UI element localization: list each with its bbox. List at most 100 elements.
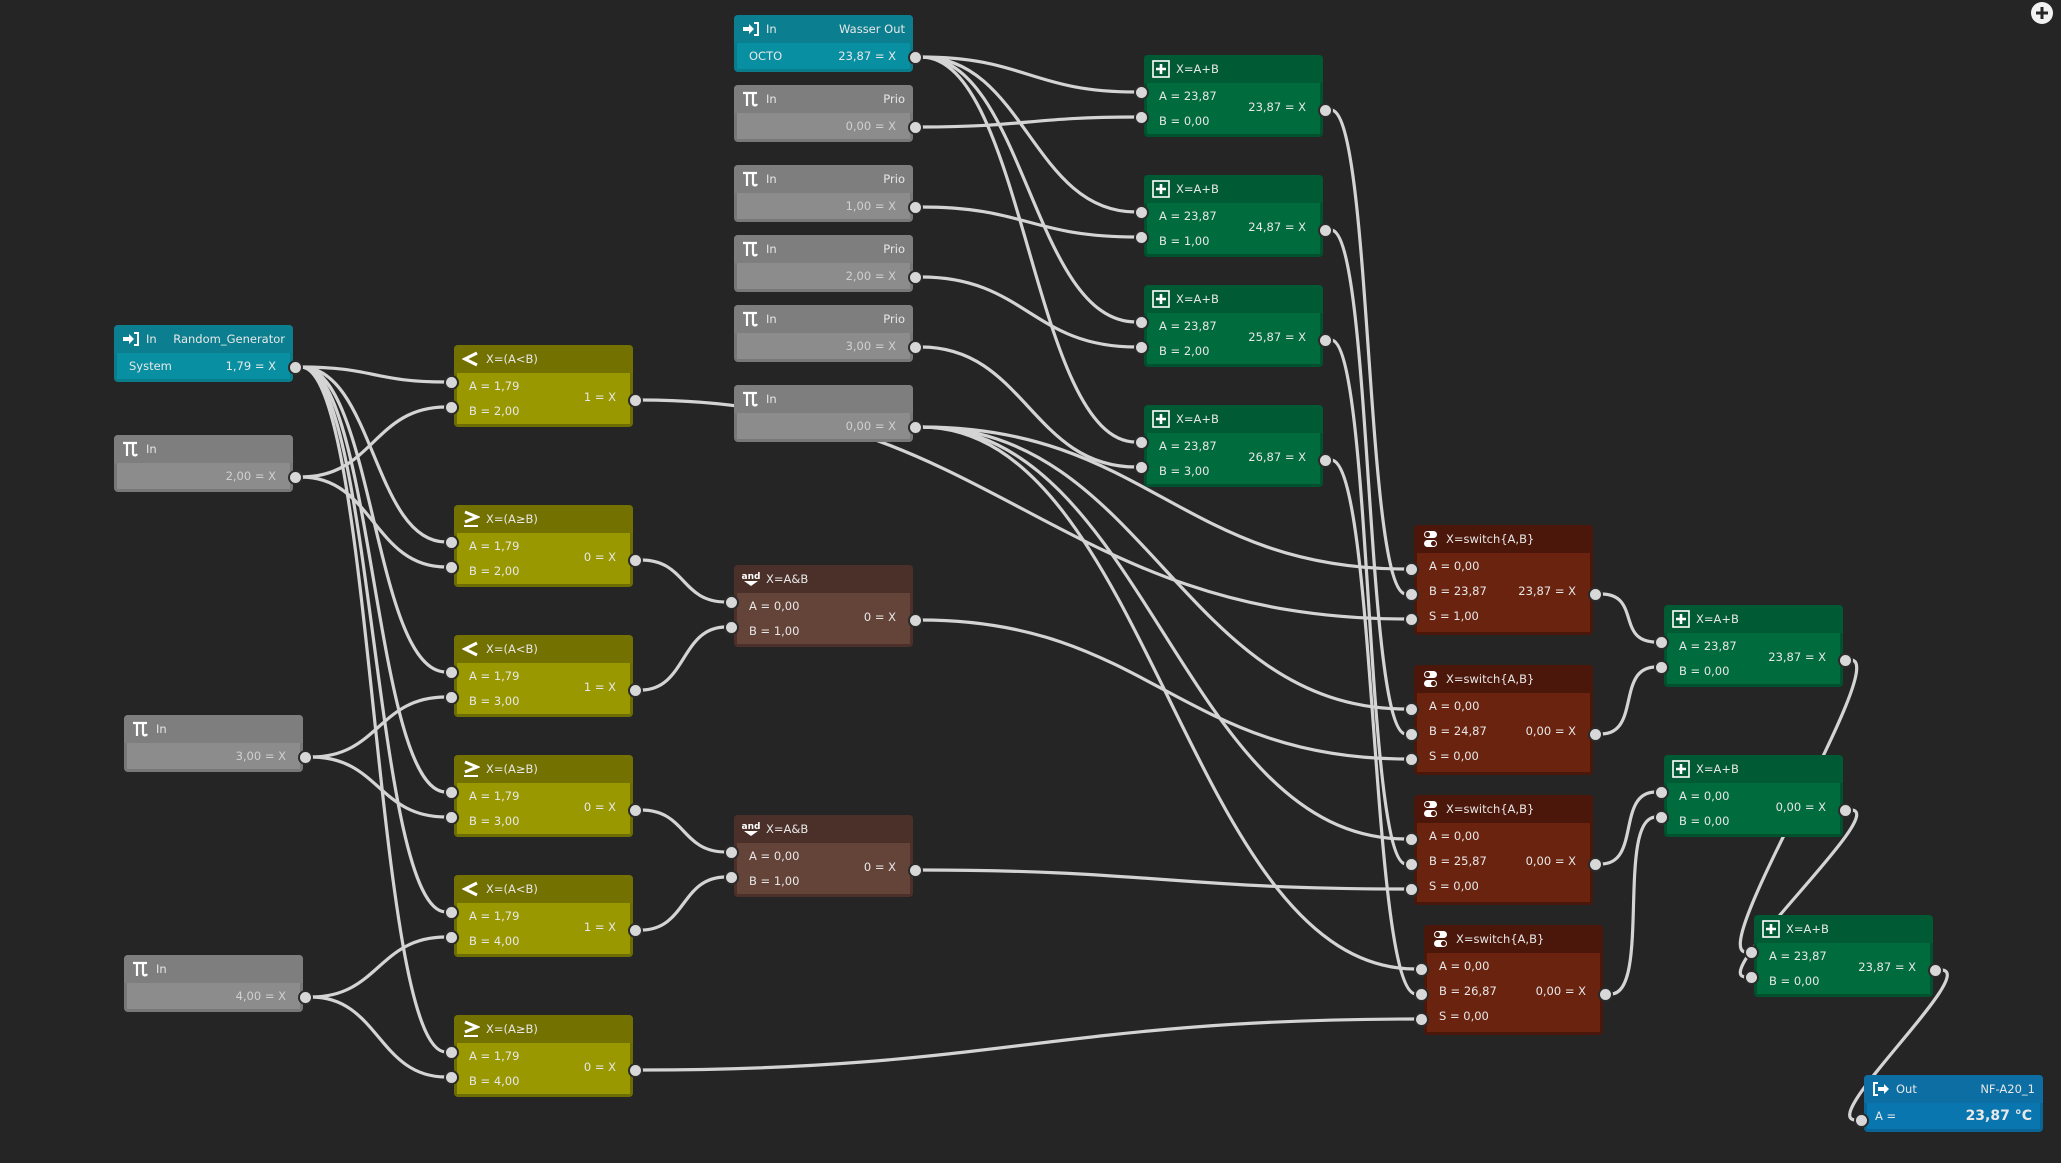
wire-wasser-to-add3-a[interactable]: [919, 55, 1138, 324]
output-port[interactable]: [1588, 856, 1603, 872]
input-port-a[interactable]: [724, 844, 739, 860]
input-port-a[interactable]: [1744, 944, 1759, 960]
add-node[interactable]: X=A+B A = 23,87 B = 0,00 23,87 = X: [1134, 55, 1333, 137]
add-node[interactable]: X=A+B A = 23,87 B = 2,00 25,87 = X: [1134, 285, 1333, 367]
add-node[interactable]: X=A+B A = 23,87 B = 0,00 23,87 = X: [1744, 915, 1943, 997]
compare-less-node[interactable]: X=(A<B) A = 1,79 B = 3,00 1 = X: [444, 635, 643, 717]
output-port[interactable]: [628, 682, 643, 698]
wire-const4-to-ge3-b[interactable]: [309, 995, 448, 1079]
input-port-a[interactable]: [444, 784, 459, 800]
output-port[interactable]: [1838, 802, 1853, 818]
wire-ge3-to-sw4-s[interactable]: [639, 1017, 1418, 1072]
wire-random-to-ge2-a[interactable]: [299, 365, 448, 794]
wire-add1-to-sw1-b[interactable]: [1329, 108, 1408, 596]
and-node[interactable]: and X=A&B A = 0,00 B = 1,00 0 = X: [724, 815, 923, 897]
input-port-b[interactable]: [724, 619, 739, 635]
input-port-b[interactable]: [444, 559, 459, 575]
output-port[interactable]: [628, 552, 643, 568]
compare-greater-equal-node[interactable]: X=(A≥B) A = 1,79 B = 2,00 0 = X: [444, 505, 643, 587]
output-port[interactable]: [1318, 332, 1333, 348]
output-port[interactable]: [1928, 962, 1943, 978]
input-port-a[interactable]: [1854, 1112, 1869, 1128]
constant-node[interactable]: In 4,00 = X: [124, 955, 313, 1012]
output-port[interactable]: [288, 469, 303, 485]
add-node[interactable]: X=A+B A = 23,87 B = 1,00 24,87 = X: [1134, 175, 1333, 257]
input-port-a[interactable]: [444, 1044, 459, 1060]
output-port[interactable]: [1598, 986, 1613, 1002]
input-port-b[interactable]: [1134, 339, 1149, 355]
input-port-a[interactable]: [1404, 831, 1419, 847]
input-port-b[interactable]: [444, 929, 459, 945]
input-port-a[interactable]: [1654, 634, 1669, 650]
output-port[interactable]: [1588, 586, 1603, 602]
output-port[interactable]: [908, 862, 923, 878]
wire-ge2-to-and2-a[interactable]: [639, 808, 728, 854]
input-port-a[interactable]: [1414, 961, 1429, 977]
constant-node[interactable]: In Prio 2,00 = X: [734, 235, 923, 292]
wire-prio2-to-add3-b[interactable]: [919, 275, 1138, 349]
input-port-b[interactable]: [1414, 986, 1429, 1002]
output-port[interactable]: [908, 419, 923, 435]
output-port[interactable]: [908, 119, 923, 135]
wire-random-to-lt3-a[interactable]: [299, 365, 448, 914]
add-node[interactable]: X=A+B A = 0,00 B = 0,00 0,00 = X: [1654, 755, 1853, 837]
output-port[interactable]: [628, 392, 643, 408]
constant-node[interactable]: In 0,00 = X: [734, 385, 923, 442]
wire-random-to-ge3-a[interactable]: [299, 365, 448, 1054]
wire-prio0-to-add1-b[interactable]: [919, 115, 1138, 129]
output-port[interactable]: [628, 802, 643, 818]
output-port[interactable]: [628, 1062, 643, 1078]
and-node[interactable]: and X=A&B A = 0,00 B = 1,00 0 = X: [724, 565, 923, 647]
output-node-nf-a20[interactable]: Out NF-A20_1 A =23,87 °C: [1854, 1075, 2043, 1132]
input-port-b[interactable]: [1404, 856, 1419, 872]
constant-node[interactable]: In Prio 1,00 = X: [734, 165, 923, 222]
input-port-a[interactable]: [1134, 434, 1149, 450]
output-port[interactable]: [1588, 726, 1603, 742]
input-port-b[interactable]: [1654, 659, 1669, 675]
wire-random-to-lt2-a[interactable]: [299, 365, 448, 674]
constant-node[interactable]: In 3,00 = X: [124, 715, 313, 772]
wire-and2-to-sw3-s[interactable]: [919, 868, 1408, 891]
compare-less-node[interactable]: X=(A<B) A = 1,79 B = 2,00 1 = X: [444, 345, 643, 427]
input-port-a[interactable]: [444, 664, 459, 680]
output-port[interactable]: [1318, 102, 1333, 118]
wire-add4-to-sw4-b[interactable]: [1329, 458, 1418, 996]
input-port-b[interactable]: [1134, 229, 1149, 245]
wire-lt2-to-and1-b[interactable]: [639, 625, 728, 692]
wire-prio3-to-add4-b[interactable]: [919, 345, 1138, 469]
compare-greater-equal-node[interactable]: X=(A≥B) A = 1,79 B = 3,00 0 = X: [444, 755, 643, 837]
output-port[interactable]: [908, 269, 923, 285]
wire-const0-to-sw3-a[interactable]: [919, 425, 1408, 841]
input-port-b[interactable]: [1654, 809, 1669, 825]
output-port[interactable]: [628, 922, 643, 938]
wire-const3-to-lt2-b[interactable]: [309, 695, 448, 759]
output-port[interactable]: [1318, 222, 1333, 238]
input-port-b[interactable]: [444, 689, 459, 705]
wire-prio1-to-add2-b[interactable]: [919, 205, 1138, 239]
input-port-a[interactable]: [1654, 784, 1669, 800]
output-port[interactable]: [908, 612, 923, 628]
wire-random-to-lt1-a[interactable]: [299, 365, 448, 384]
input-port-a[interactable]: [1134, 204, 1149, 220]
wire-random-to-ge1-a[interactable]: [299, 365, 448, 544]
input-port-b[interactable]: [1134, 459, 1149, 475]
output-port[interactable]: [908, 199, 923, 215]
output-port[interactable]: [908, 49, 923, 65]
output-port[interactable]: [908, 339, 923, 355]
wire-sw4-to-addR2-b[interactable]: [1609, 815, 1658, 996]
wire-wasser-to-add4-a[interactable]: [919, 55, 1138, 444]
add-node[interactable]: X=A+B A = 23,87 B = 0,00 23,87 = X: [1654, 605, 1853, 687]
wire-const2-to-lt1-b[interactable]: [299, 405, 448, 479]
input-port-s[interactable]: [1404, 611, 1419, 627]
wire-sw1-to-addR1-a[interactable]: [1599, 592, 1658, 644]
wire-const3-to-ge2-b[interactable]: [309, 755, 448, 819]
wire-add3-to-sw3-b[interactable]: [1329, 338, 1408, 866]
input-port-b[interactable]: [444, 399, 459, 415]
output-port[interactable]: [288, 359, 303, 375]
wire-lt3-to-and2-b[interactable]: [639, 875, 728, 932]
constant-node[interactable]: In 2,00 = X: [114, 435, 303, 492]
